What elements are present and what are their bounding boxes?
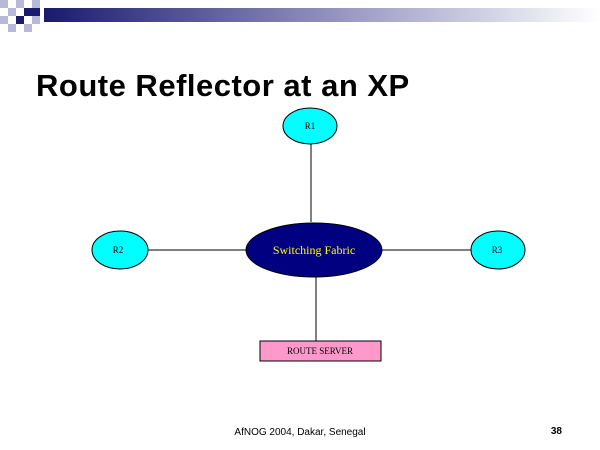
r3-shape xyxy=(470,230,526,270)
r3-label: R3 xyxy=(492,245,503,255)
router-node-r1: R1 xyxy=(282,107,338,145)
switching-fabric-shape xyxy=(245,222,383,278)
decorative-header-band xyxy=(0,0,600,32)
route-server-node: ROUTE SERVER xyxy=(259,340,382,362)
router-node-r2: R2 xyxy=(91,230,149,270)
slide-title: Route Reflector at an XP xyxy=(36,68,410,103)
switching-fabric-label: Switching Fabric xyxy=(273,243,355,257)
page-number: 38 xyxy=(550,426,562,437)
r1-shape xyxy=(282,107,338,145)
r1-label: R1 xyxy=(305,121,316,131)
r2-label: R2 xyxy=(113,245,124,255)
route-server-shape xyxy=(259,340,382,362)
slide-footer: AfNOG 2004, Dakar, Senegal xyxy=(234,427,366,438)
r2-shape xyxy=(91,230,149,270)
switching-fabric-node: Switching Fabric xyxy=(245,222,383,278)
route-server-label: ROUTE SERVER xyxy=(287,346,353,356)
router-node-r3: R3 xyxy=(470,230,526,270)
